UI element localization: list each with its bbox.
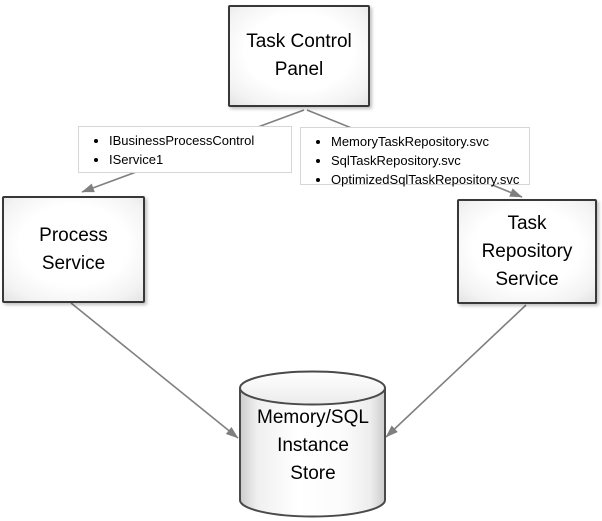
list-item: IService1	[109, 150, 289, 169]
node-task-control-panel: Task Control Panel	[228, 5, 370, 107]
node-process-service: Process Service	[2, 196, 145, 303]
node-label-line: Service	[41, 252, 106, 274]
list-item: OptimizedSqlTaskRepository.svc	[331, 170, 527, 189]
node-label-line: Store	[290, 463, 336, 484]
node-label-line: Service	[495, 268, 559, 290]
node-instance-store-label: Memory/SQL Instance Store	[243, 404, 383, 488]
node-instance-store-cylinder	[239, 370, 386, 518]
bullet-list: IBusinessProcessControl IService1	[79, 127, 291, 171]
node-label-line: Memory/SQL	[257, 407, 369, 428]
annotation-repository-endpoints: MemoryTaskRepository.svc SqlTaskReposito…	[300, 127, 530, 187]
annotation-control-interfaces: IBusinessProcessControl IService1	[78, 126, 292, 173]
list-item: IBusinessProcessControl	[109, 131, 289, 150]
bullet-list: MemoryTaskRepository.svc SqlTaskReposito…	[301, 128, 529, 191]
list-item: MemoryTaskRepository.svc	[331, 132, 527, 151]
connector-task-repository-service-to-instance-store	[385, 304, 527, 438]
node-label-line: Process	[39, 224, 108, 246]
node-label-line: Panel	[274, 59, 324, 80]
connector-process-service-to-instance-store	[70, 302, 239, 439]
node-label-line: Repository	[481, 240, 573, 262]
node-label-line: Task	[507, 212, 547, 234]
node-task-repository-service: Task Repository Service	[457, 199, 597, 304]
node-label-line: Instance	[277, 435, 349, 456]
list-item: SqlTaskRepository.svc	[331, 151, 527, 170]
node-label-line: Task Control	[246, 31, 352, 52]
